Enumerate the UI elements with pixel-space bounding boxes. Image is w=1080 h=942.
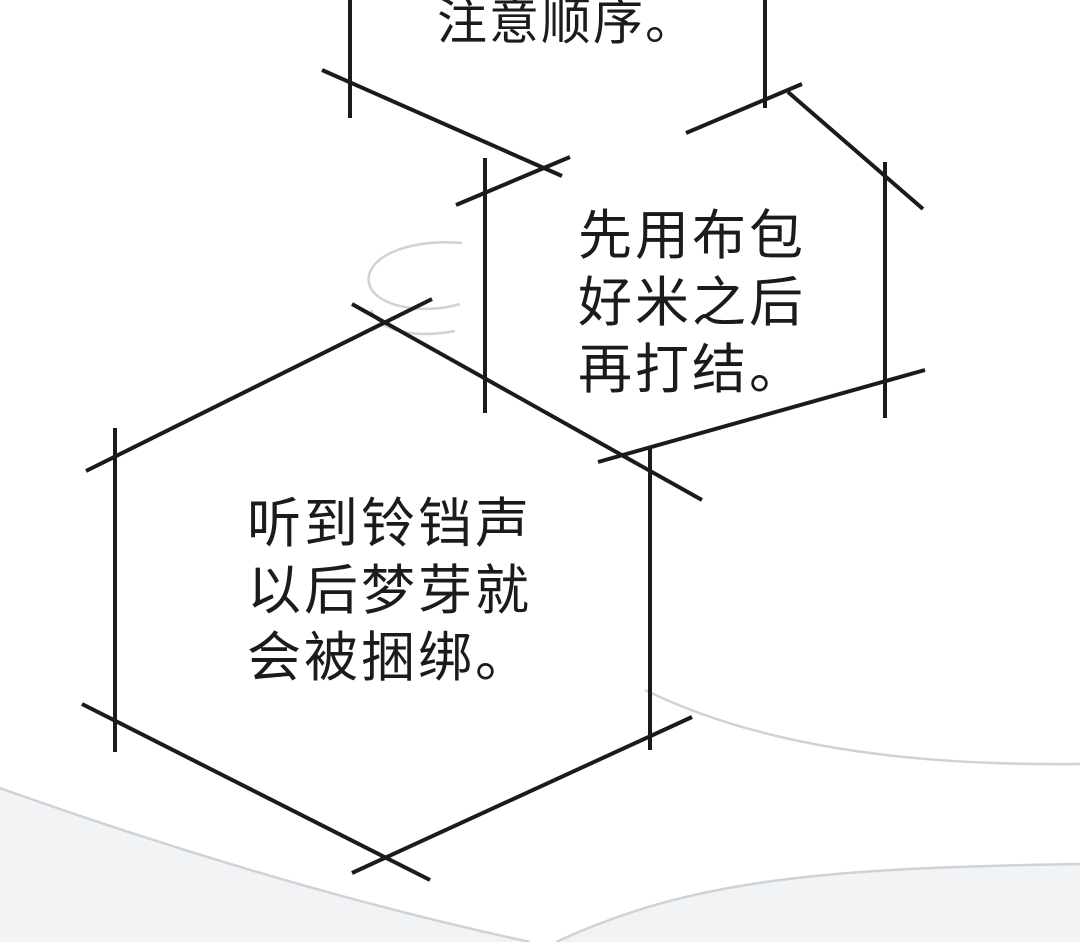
- frame-line: [85, 297, 433, 473]
- frame-line: [81, 702, 431, 882]
- speech-line: 注意顺序。: [437, 0, 697, 51]
- speech-line: 先用布包: [578, 204, 806, 267]
- frame-line: [351, 715, 693, 875]
- speech-bubble-text-middle: 先用布包 好米之后 再打结。: [578, 202, 806, 403]
- speech-line: 会被捆绑。: [247, 626, 532, 689]
- speech-line: 好米之后: [578, 271, 806, 334]
- speech-line: 再打结。: [578, 338, 806, 401]
- ground-fill-right: [556, 864, 1080, 942]
- speech-bubble-frames: [81, 0, 926, 882]
- speech-bubble-frame-middle: [351, 90, 926, 502]
- background-curves: [0, 688, 1080, 942]
- speech-line: 以后梦芽就: [247, 559, 532, 622]
- ground-curve-upper-right: [644, 688, 1080, 766]
- background-ground-fills: [0, 788, 1080, 942]
- frame-line: [597, 368, 926, 464]
- speech-bubble-frame-bottom: [81, 297, 693, 882]
- frame-line: [685, 82, 803, 135]
- ground-curve-bottom-right: [555, 862, 1080, 942]
- frame-line: [786, 90, 925, 211]
- ground-fill-left: [0, 788, 530, 942]
- speech-line: 听到铃铛声: [247, 492, 532, 555]
- speech-bubble-text-top: 注意顺序。: [437, 0, 697, 52]
- speech-bubble-text-bottom: 听到铃铛声 以后梦芽就 会被捆绑。: [247, 490, 532, 691]
- speech-bubble-frame-top: [321, 0, 803, 178]
- frame-line: [455, 155, 571, 207]
- frame-line: [321, 68, 563, 178]
- swirl-arc-upper: [367, 241, 463, 311]
- frame-line: [351, 302, 703, 502]
- ground-curve-left: [0, 786, 531, 942]
